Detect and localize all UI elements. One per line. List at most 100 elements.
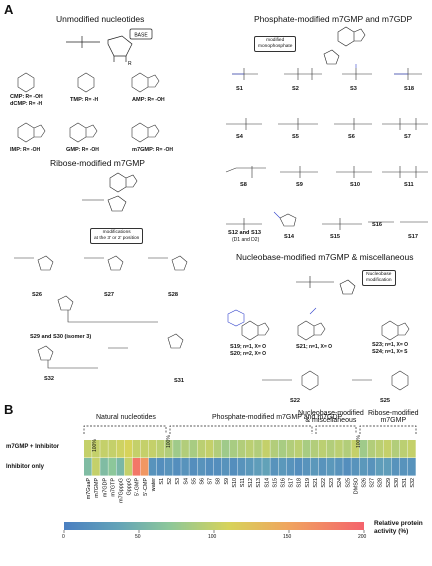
heatmap-cell <box>286 440 295 458</box>
column-label: S8 <box>216 478 222 485</box>
heatmap-cell <box>165 458 173 476</box>
s19-label: S19; n=1, X= O <box>230 344 267 350</box>
s1-label: S1 <box>236 86 243 92</box>
heatmap-cell <box>189 458 197 476</box>
column-label: m7GTP <box>110 478 116 497</box>
generic-nucleotide-structure: BASE R <box>66 28 153 67</box>
s2-label: S2 <box>292 86 299 92</box>
column-label: S4 <box>183 478 189 485</box>
heatmap-cell <box>205 458 214 476</box>
gmp-label: GMP: R= -OH <box>66 147 99 153</box>
s22-label: S22 <box>290 398 300 404</box>
heatmap-cell <box>327 458 335 476</box>
nucleobase-core-structure <box>296 276 356 295</box>
s4-label: S4 <box>236 134 243 140</box>
heatmap-cell <box>270 458 278 476</box>
r-label: R <box>128 61 132 67</box>
ribose-mod-box: modifications at the 3' or 2' position <box>90 228 144 244</box>
heatmap-cell <box>399 440 408 458</box>
column-label: S25 <box>345 478 351 488</box>
heatmap-cell <box>302 440 311 458</box>
group-natural: Natural nucleotides <box>96 414 156 421</box>
heatmap-cell <box>100 458 108 476</box>
heatmap-cell <box>262 458 270 476</box>
column-label: S12 <box>248 478 254 488</box>
heatmap-cell <box>92 458 100 476</box>
heatmap-cell <box>140 458 149 476</box>
s8-label: S8 <box>240 182 247 188</box>
heatmap-cell <box>205 440 214 458</box>
heatmap-cell <box>108 440 116 458</box>
s15-label: S15 <box>330 234 340 240</box>
heatmap-cell <box>173 440 181 458</box>
heatmap-cell <box>229 458 238 476</box>
column-label: m7GDP <box>102 478 108 498</box>
amp-label: AMP: R= -OH <box>132 97 165 103</box>
column-label: S10 <box>232 478 238 488</box>
column-label: S18 <box>297 478 303 488</box>
heatmap-cell <box>391 458 400 476</box>
s29-s30-label: S29 and S30 (isomer 3) <box>30 334 92 340</box>
phosphate-title: Phosphate-modified m7GMP and m7GDP <box>254 14 413 24</box>
heatmap-cell <box>294 458 303 476</box>
s32-label: S32 <box>44 376 54 382</box>
hundred-label-2: 100% <box>166 435 172 448</box>
s9-label: S9 <box>296 182 303 188</box>
heatmap-cell <box>108 458 116 476</box>
heatmap-cell <box>124 440 133 458</box>
hundred-label-1: 100% <box>92 439 98 452</box>
heatmap-cell <box>270 440 278 458</box>
heatmap-cell <box>221 440 230 458</box>
heatmap-cell <box>156 440 165 458</box>
m7gmp-label: m7GMP: R= -OH <box>132 147 173 153</box>
heatmap-cell <box>262 440 270 458</box>
column-label: S6 <box>199 478 205 485</box>
column-label: S15 <box>272 478 278 488</box>
heatmap-cell <box>197 440 206 458</box>
nucleobase-mod-box: Nucleobase modification <box>362 270 396 286</box>
heatmap-cell <box>148 458 157 476</box>
heatmap-cell <box>181 458 189 476</box>
heatmap-cell <box>173 458 181 476</box>
heatmap-cell <box>132 440 141 458</box>
heatmap-cell <box>84 440 92 458</box>
heatmap-cell <box>408 458 416 476</box>
heatmap-cell <box>302 458 311 476</box>
group-ribose: Ribose-modified m7GMP <box>368 410 419 424</box>
column-label: S2 <box>167 478 173 485</box>
heatmap-cell <box>100 440 108 458</box>
heatmap-cell <box>140 440 149 458</box>
heatmap-cell <box>229 440 238 458</box>
s25-label: S25 <box>380 398 390 404</box>
s12-note: (D1 and D2) <box>232 237 260 243</box>
heatmap-cell <box>116 458 125 476</box>
column-label: m7GMP <box>94 478 100 498</box>
column-label: 5'-CMP <box>143 478 149 496</box>
column-label: S9 <box>224 478 230 485</box>
column-label: water <box>151 478 157 492</box>
column-label: S5 <box>191 478 197 485</box>
heatmap-cell <box>237 458 246 476</box>
column-label: S31 <box>402 478 408 488</box>
column-label: S29 <box>386 478 392 488</box>
row-label-m7gmp-inhibitor: m7GMP + Inhibitor <box>6 444 60 450</box>
nucleobase-title: Nucleobase-modified m7GMP & miscellaneou… <box>236 252 414 262</box>
imp-label: IMP: R= -OH <box>10 147 41 153</box>
column-label: S19 <box>305 478 311 488</box>
heatmap-cell <box>310 440 319 458</box>
heatmap-cell <box>391 440 400 458</box>
heatmap-cell <box>351 458 359 476</box>
heatmap-cell <box>181 440 189 458</box>
nucleobase-structures <box>227 307 410 391</box>
heatmap-cell <box>399 458 408 476</box>
cb-tick-150: 150 <box>283 534 292 540</box>
heatmap-cell <box>335 440 343 458</box>
colorbar-label: Relative protein activity (%) <box>374 520 423 535</box>
heatmap-cell <box>318 440 327 458</box>
column-label: S14 <box>264 478 270 488</box>
tmp-label: TMP: R= -H <box>70 97 99 103</box>
cb-tick-200: 200 <box>358 534 367 540</box>
column-label: S24 <box>337 478 343 488</box>
heatmap-cell <box>318 458 327 476</box>
